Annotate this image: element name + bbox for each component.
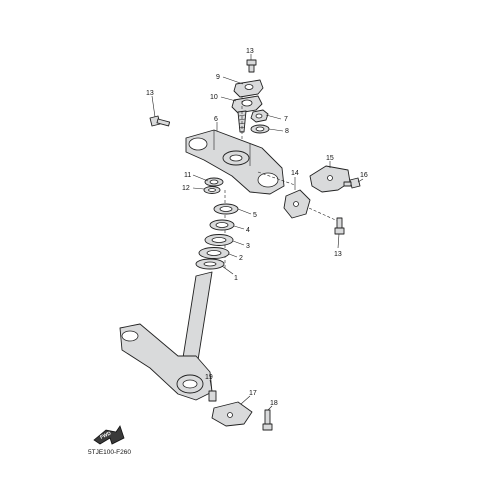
callout-14: 14	[291, 170, 299, 177]
callout-1: 1	[234, 275, 238, 282]
holder-nut	[250, 109, 269, 123]
upper-bracket	[185, 129, 285, 195]
guide-bolt	[262, 409, 273, 431]
hose-guide-bracket	[211, 401, 253, 427]
bearing-cover-4	[209, 219, 235, 231]
callout-19: 19	[205, 374, 213, 381]
callout-3: 3	[246, 243, 250, 250]
callout-4: 4	[246, 227, 250, 234]
diagram-code: 5TJE100-F260	[88, 449, 131, 456]
callout-15: 15	[326, 155, 334, 162]
collar	[208, 390, 217, 402]
bracket-bolt	[343, 177, 361, 189]
fwd-label: FWD	[99, 430, 112, 440]
fwd-arrow-icon: FWD	[93, 425, 125, 445]
bracket-plate	[283, 189, 311, 219]
callout-8: 8	[285, 128, 289, 135]
callout-18: 18	[270, 400, 278, 407]
handlebar-holder-upper	[233, 79, 264, 98]
leader-lines	[151, 54, 364, 411]
ring-nut-5	[213, 203, 239, 215]
ring-washer	[203, 186, 221, 194]
callout-2: 2	[239, 255, 243, 262]
bearing-3	[204, 234, 234, 246]
upper-bolt	[246, 59, 257, 73]
callout-12: 12	[182, 185, 190, 192]
right-bolt	[334, 217, 345, 235]
ring-nut	[204, 177, 224, 187]
callouts: 13 9 10 7 8 13 6 11 12 5 4 3 2 1 14 15 1…	[146, 48, 368, 407]
callout-13-right: 13	[334, 251, 342, 258]
bracket-centerline	[257, 171, 296, 186]
callout-10: 10	[210, 94, 218, 101]
callout-16: 16	[360, 172, 368, 179]
callout-5: 5	[253, 212, 257, 219]
callout-13-left: 13	[146, 90, 154, 97]
callout-17: 17	[249, 390, 257, 397]
bearing-1	[195, 258, 225, 270]
callout-7: 7	[284, 116, 288, 123]
callout-9: 9	[216, 74, 220, 81]
bearing-race-2	[198, 247, 230, 259]
left-bolt	[149, 115, 171, 127]
callout-11: 11	[184, 172, 191, 179]
callout-13-top: 13	[246, 48, 254, 55]
callout-6: 6	[214, 116, 218, 123]
under-bracket	[119, 271, 213, 401]
holder-washer	[250, 124, 270, 134]
cable-bracket	[309, 165, 351, 193]
